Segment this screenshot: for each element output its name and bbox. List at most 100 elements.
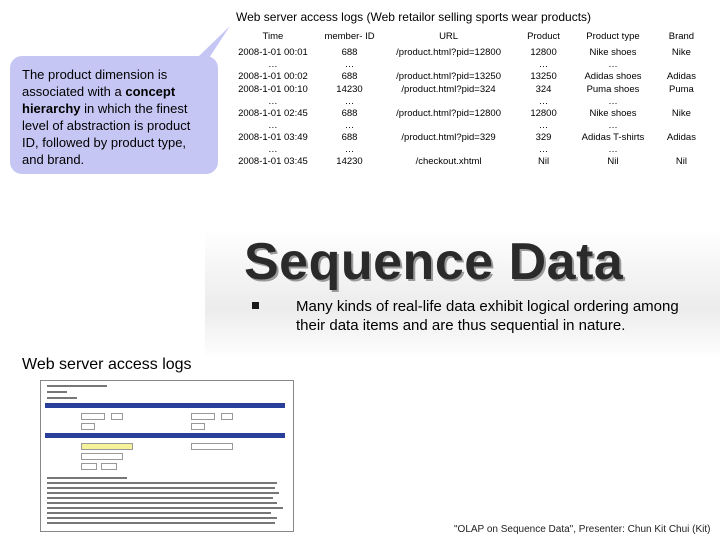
table-cell: 13250	[530, 71, 557, 82]
table-cell	[655, 96, 708, 107]
slide-heading: Sequence Data	[244, 233, 624, 291]
table-row: 2008-1-01 02:45 688/product.html?pid=1280…	[228, 107, 708, 120]
header-brand: Brand	[668, 30, 695, 42]
table-cell: Adidas shoes	[584, 71, 642, 82]
shot-line	[47, 397, 77, 399]
table-cell: …	[608, 59, 618, 70]
callout-text-post: in which the finest level of abstraction…	[22, 101, 191, 167]
shot-field	[191, 413, 215, 420]
table-title: Web server access logs (Web retailor sel…	[236, 10, 592, 24]
shot-log-line	[47, 492, 279, 494]
shot-log-line	[47, 482, 277, 484]
table-cell: …	[268, 96, 278, 107]
table-header-row: Time member- ID URL Product Product type…	[228, 26, 708, 46]
table-cell: Adidas	[666, 71, 696, 82]
table-cell: Adidas T-shirts	[581, 132, 645, 143]
embedded-screenshot	[40, 380, 294, 532]
table-cell: …	[268, 120, 278, 131]
header-time: Time	[262, 30, 284, 42]
shot-highlight-field	[81, 443, 133, 450]
shot-title-line	[47, 385, 107, 387]
header-member-id: member- ID	[324, 30, 375, 42]
table-cell: 2008-1-01 03:45	[238, 156, 308, 167]
table-cell: /product.html?pid=324	[401, 84, 496, 95]
table-row: 2008-1-01 00:10 14230/product.html?pid=32…	[228, 83, 708, 96]
table-cell: 2008-1-01 00:02	[238, 71, 308, 82]
background-fade	[205, 230, 720, 360]
shot-log-line	[47, 487, 275, 489]
callout-note: The product dimension is associated with…	[10, 56, 218, 174]
table-cell: …	[538, 59, 549, 70]
access-log-table: Time member- ID URL Product Product type…	[228, 26, 708, 168]
table-cell: Nike shoes	[589, 47, 637, 58]
shot-field	[81, 463, 97, 470]
table-row: …………	[228, 120, 708, 131]
table-cell: 688	[341, 108, 358, 119]
table-row: …………	[228, 96, 708, 107]
table-cell: /product.html?pid=12800	[396, 108, 501, 119]
table-cell	[655, 59, 708, 70]
table-cell: …	[538, 120, 549, 131]
table-cell: …	[268, 59, 278, 70]
table-cell	[381, 96, 516, 107]
header-url: URL	[439, 30, 459, 42]
table-cell: 688	[341, 132, 358, 143]
shot-log-line	[47, 522, 275, 524]
bullet-text: Many kinds of real-life data exhibit log…	[296, 298, 679, 334]
table-cell: …	[608, 96, 618, 107]
table-cell: …	[344, 59, 355, 70]
table-cell: 2008-1-01 03:49	[238, 132, 308, 143]
table-cell: Nike shoes	[589, 108, 637, 119]
shot-field	[191, 423, 205, 430]
table-cell: Nike	[671, 108, 691, 119]
shot-log-line	[47, 517, 277, 519]
table-cell: /product.html?pid=13250	[396, 71, 501, 82]
table-cell: …	[538, 144, 549, 155]
table-cell: 324	[535, 84, 552, 95]
header-product: Product	[527, 30, 560, 42]
table-row: 2008-1-01 00:02 688/product.html?pid=1325…	[228, 70, 708, 83]
table-cell: 14230	[336, 84, 363, 95]
section-label: Web server access logs	[22, 356, 192, 373]
shot-field	[81, 413, 105, 420]
table-cell: …	[608, 120, 618, 131]
table-cell: Nike	[671, 47, 691, 58]
header-product-type: Product type	[586, 30, 640, 42]
shot-log-line	[47, 502, 277, 504]
table-row: … … … …	[228, 144, 708, 155]
table-cell: …	[608, 144, 618, 155]
table-cell: 2008-1-01 02:45	[238, 108, 308, 119]
table-cell: …	[344, 144, 355, 155]
bullet-marker	[252, 302, 259, 309]
table-cell: …	[268, 144, 278, 155]
table-cell	[655, 144, 708, 155]
table-cell	[381, 144, 516, 155]
table-cell: /product.html?pid=12800	[396, 47, 501, 58]
table-cell: 12800	[530, 108, 557, 119]
table-cell: 2008-1-01 00:01	[238, 47, 308, 58]
table-row: 2008-1-01 03:49 688/product.html?pid=329 3…	[228, 131, 708, 144]
table-cell: Nil	[537, 156, 550, 167]
table-cell: Adidas	[666, 132, 696, 143]
table-cell	[381, 120, 516, 131]
shot-field	[221, 413, 233, 420]
table-cell: 688	[341, 71, 358, 82]
callout-text-bold: concept hierarchy	[22, 84, 176, 116]
shot-log-line	[47, 512, 271, 514]
shot-line	[47, 477, 127, 479]
table-cell: 329	[535, 132, 552, 143]
table-cell: …	[344, 96, 355, 107]
table-cell: /product.html?pid=329	[401, 132, 496, 143]
table-cell: 12800	[530, 47, 557, 58]
table-cell: 2008-1-01 00:10	[238, 84, 308, 95]
table-cell: Nil	[607, 156, 619, 167]
shot-section-bar	[45, 433, 285, 438]
table-cell: Nil	[675, 156, 687, 167]
shot-field	[81, 423, 95, 430]
shot-field	[101, 463, 117, 470]
shot-log-line	[47, 507, 283, 509]
table-row: … … … …	[228, 59, 708, 70]
table-cell: 14230	[336, 156, 363, 167]
table-cell	[381, 59, 516, 70]
